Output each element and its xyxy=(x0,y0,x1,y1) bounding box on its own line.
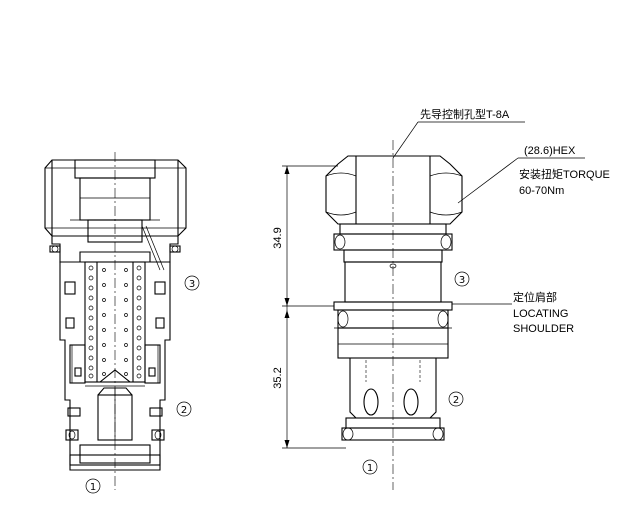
svg-text:2: 2 xyxy=(181,405,187,416)
port-1-right: 1 xyxy=(362,459,378,475)
label-torque: 安装扭矩TORQUE xyxy=(519,167,610,181)
external-view: 34.9 35.2 先导控制孔型T-8A (28.6)HEX 安装扭矩TORQU… xyxy=(272,107,610,490)
port-2-hole-b xyxy=(403,388,419,416)
port-3-left: 3 xyxy=(184,275,200,291)
port-1-left: 1 xyxy=(85,478,101,494)
leader-pilot xyxy=(392,121,525,159)
label-shoulder-cn: 定位肩部 xyxy=(513,290,557,304)
port-3-right: 3 xyxy=(454,271,470,287)
label-shoulder-en-2: SHOULDER xyxy=(513,323,574,335)
svg-text:34.9: 34.9 xyxy=(272,227,284,248)
svg-text:3: 3 xyxy=(459,275,465,286)
svg-text:3: 3 xyxy=(189,279,195,290)
dimension-lower: 35.2 xyxy=(272,306,346,449)
dimension-upper: 34.9 xyxy=(272,165,338,307)
svg-text:1: 1 xyxy=(90,482,96,493)
svg-text:1: 1 xyxy=(367,463,373,474)
label-pilot-port: 先导控制孔型T-8A xyxy=(420,107,510,121)
port-2-right: 2 xyxy=(448,391,464,407)
external-hex xyxy=(325,155,463,225)
section-view: 3 2 1 xyxy=(44,152,200,494)
leader-hex xyxy=(457,157,585,204)
port-2-hole-a xyxy=(363,388,379,416)
svg-text:2: 2 xyxy=(453,395,459,406)
label-hex: (28.6)HEX xyxy=(524,145,576,157)
section-poppet-tip xyxy=(98,369,132,383)
port-2-left: 2 xyxy=(176,401,192,417)
section-leader xyxy=(141,225,161,271)
label-shoulder-en-1: LOCATING xyxy=(513,308,568,320)
svg-text:35.2: 35.2 xyxy=(272,367,284,388)
label-torque-value: 60-70Nm xyxy=(519,185,564,197)
section-spring xyxy=(88,265,142,379)
section-body xyxy=(59,251,171,471)
